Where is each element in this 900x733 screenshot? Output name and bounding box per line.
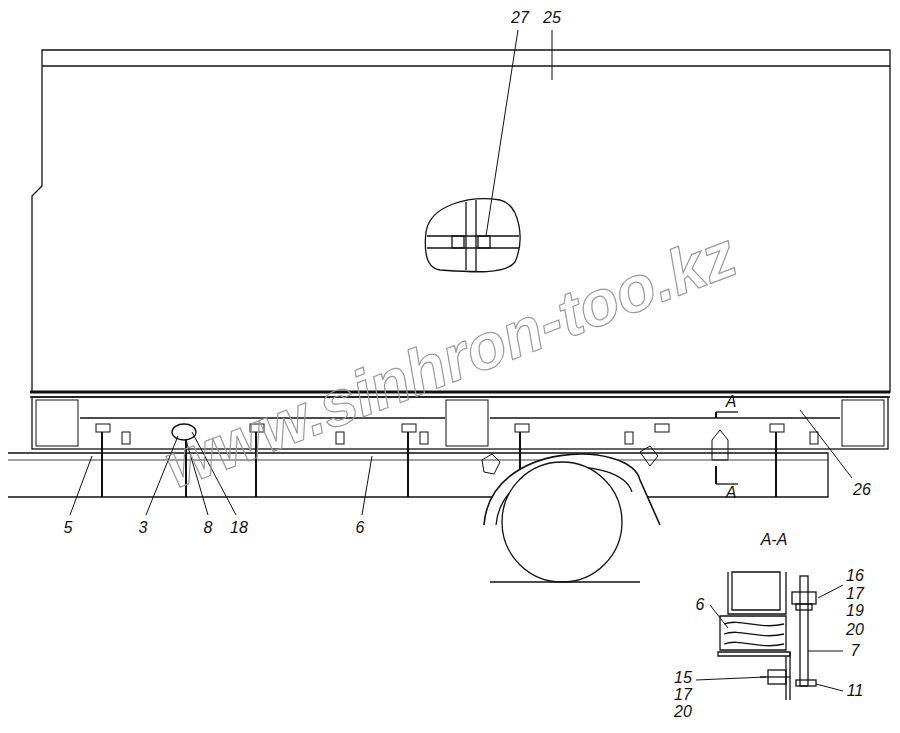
callout-number: 6 bbox=[356, 520, 365, 536]
callout-number: 3 bbox=[139, 520, 148, 536]
callout-number: 17 bbox=[674, 687, 692, 703]
section-mark: A bbox=[726, 394, 737, 410]
callout-number: 26 bbox=[853, 482, 871, 498]
callout-number: 15 bbox=[674, 670, 692, 686]
callout-number: 8 bbox=[204, 520, 213, 536]
callout-number: 25 bbox=[543, 10, 561, 26]
callout-number: 20 bbox=[674, 704, 692, 720]
callout-number: 6 bbox=[696, 597, 705, 613]
callout-number: 27 bbox=[511, 10, 529, 26]
callout-number: 5 bbox=[64, 520, 73, 536]
callout-number: 7 bbox=[851, 643, 860, 659]
section-mark: A bbox=[726, 485, 737, 501]
callout-number: 20 bbox=[846, 622, 864, 638]
callout-number: 16 bbox=[846, 568, 864, 584]
callout-number: 17 bbox=[846, 586, 864, 602]
callout-number: 19 bbox=[846, 603, 864, 619]
callout-number: 11 bbox=[847, 683, 864, 699]
callout-number: 18 bbox=[230, 520, 248, 536]
section-title: A-A bbox=[761, 532, 788, 548]
